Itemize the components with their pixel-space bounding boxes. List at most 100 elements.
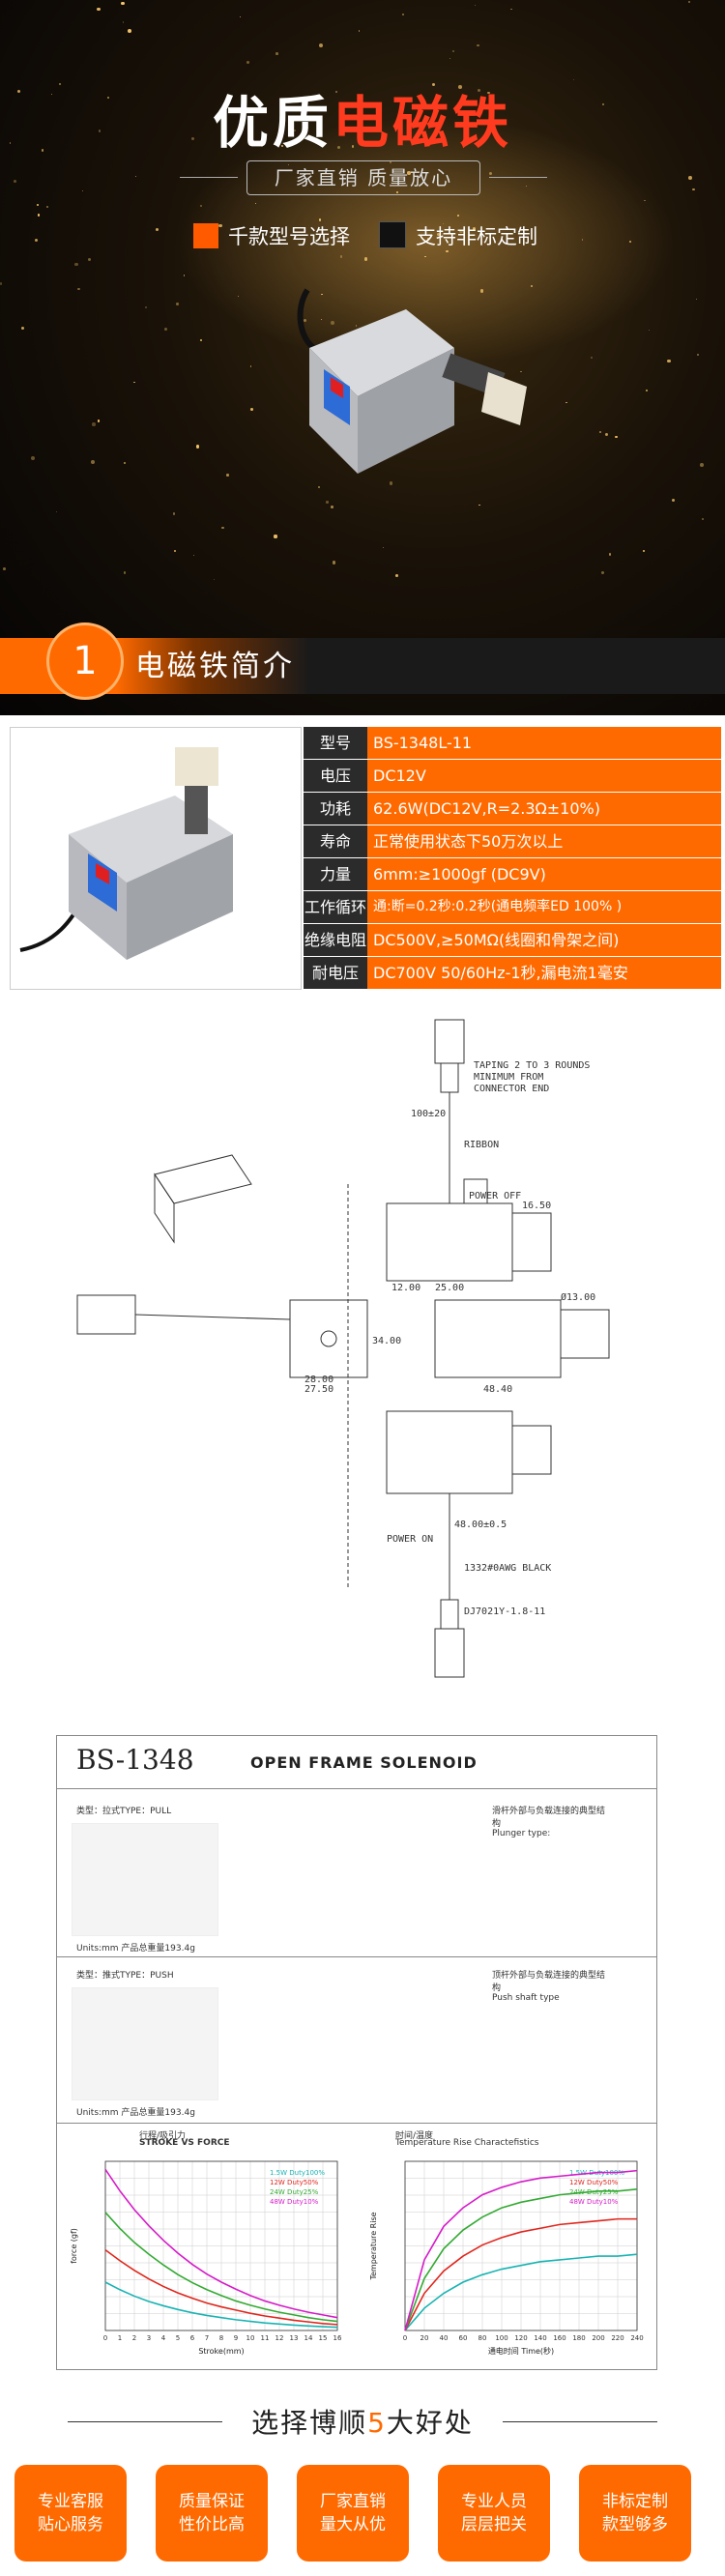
x-tick-label: 80 [478,2334,487,2342]
sheet-model: BS-1348 [76,1744,194,1776]
x-tick-label: 15 [319,2334,328,2342]
svg-text:100±20: 100±20 [411,1109,446,1119]
sheet-name: OPEN FRAME SOLENOID [250,1753,478,1772]
svg-text:28.00: 28.00 [304,1375,334,1385]
pull-type: 类型：拉式TYPE：PULL [76,1807,172,1816]
y-axis-label: force (gf) [70,2228,78,2264]
svg-text:25.00: 25.00 [435,1283,464,1293]
spec-row: 寿命正常使用状态下50万次以上 [304,825,721,857]
hero-title: 优质电磁铁 [212,90,513,156]
svg-text:POWER ON: POWER ON [387,1534,433,1545]
spec-product-photo [10,727,302,990]
spec-row: 工作循环通:断=0.2秒:0.2秒(通电频率ED 100% ) [304,891,721,923]
x-tick-label: 10 [246,2334,255,2342]
svg-text:Ø13.00: Ø13.00 [561,1291,595,1303]
x-tick-label: 7 [205,2334,209,2342]
pull-photo [72,1823,218,1936]
x-tick-label: 5 [176,2334,180,2342]
orange-square-icon [193,223,218,248]
x-tick-label: 60 [459,2334,468,2342]
series-line [404,2188,638,2331]
x-tick-label: 40 [440,2334,449,2342]
advantages-title: 选择博顺5大好处 [0,2402,725,2441]
push-photo [72,1987,218,2100]
x-tick-label: 3 [147,2334,151,2342]
push-type: 类型：推式TYPE：PUSH [76,1971,174,1981]
series-line [104,2212,338,2323]
x-tick-label: 220 [611,2334,624,2342]
x-tick-label: 4 [161,2334,166,2342]
x-tick-label: 20 [420,2334,429,2342]
series-line [104,2249,338,2326]
x-tick-label: 0 [103,2334,107,2342]
x-axis-label: 通电时间 Time(秒) [488,2346,554,2356]
x-tick-label: 13 [290,2334,299,2342]
x-tick-label: 0 [403,2334,407,2342]
x-axis-label: Stroke(mm) [198,2347,244,2356]
svg-text:DJ7021Y-1.8-11: DJ7021Y-1.8-11 [464,1606,545,1617]
pull-plunger-cn: 滑杆外部与负载连接的典型结构 [492,1807,606,1829]
svg-text:1332#0AWG BLACK: 1332#0AWG BLACK [464,1563,551,1574]
intro-heading: 电磁铁简介 [135,650,295,683]
y-axis-label: Temperature Rise [369,2212,378,2280]
x-tick-label: 11 [261,2334,270,2342]
x-tick-label: 1 [118,2334,122,2342]
temp-title-cn: 时间/温度 [395,2131,434,2141]
legend-entry: 24W Duty25% [270,2188,319,2196]
series-line [104,2281,338,2329]
feature-models: 千款型号选择 [193,220,350,253]
hero-banner: 优质电磁铁 厂家直销 质量放心 千款型号选择 支持非标定制 1 电磁铁简介 [0,0,725,715]
x-tick-label: 14 [304,2334,313,2342]
x-tick-label: 9 [234,2334,238,2342]
svg-text:16.50: 16.50 [522,1201,551,1211]
x-tick-label: 240 [630,2334,643,2342]
svg-text:TAPING 2 TO 3 ROUNDS: TAPING 2 TO 3 ROUNDS [474,1060,590,1071]
svg-text:27.50: 27.50 [304,1384,334,1395]
plot-frame [104,2160,338,2331]
x-tick-label: 8 [219,2334,223,2342]
x-tick-label: 120 [514,2334,527,2342]
series-line [404,2169,638,2331]
legend-entry: 1.5W Duty100% [270,2169,325,2177]
svg-text:12.00: 12.00 [392,1283,420,1293]
advantage-card: 质量保证性价比高 [156,2465,268,2562]
push-weight: Units:mm 产品总重量193.4g [76,2108,195,2118]
x-tick-label: 100 [495,2334,508,2342]
black-square-icon [379,221,406,248]
advantage-card: 非标定制款型够多 [579,2465,691,2562]
stroke-title-en: STROKE VS FORCE [139,2138,230,2148]
advantage-card: 专业客服贴心服务 [14,2465,127,2562]
push-plunger-en: Push shaft type [492,1993,560,2003]
x-tick-label: 6 [190,2334,195,2342]
svg-text:48.00±0.5: 48.00±0.5 [454,1520,507,1530]
advantage-card: 专业人员层层把关 [438,2465,550,2562]
push-plunger-cn: 顶杆外部与负载连接的典型结构 [492,1971,606,1993]
series-line [404,2217,637,2331]
technical-drawing: TAPING 2 TO 3 ROUNDS MINIMUM FROM CONNEC… [76,1019,610,1678]
solenoid-product-image [297,288,527,474]
plot-frame [404,2160,638,2331]
series-line [104,2168,338,2319]
advantage-card: 厂家直销量大从优 [297,2465,409,2562]
svg-text:RIBBON: RIBBON [464,1140,499,1150]
datasheet: BS-1348 OPEN FRAME SOLENOID 类型：拉式TYPE：PU… [56,1735,657,2370]
legend-entry: 48W Duty10% [270,2198,319,2206]
stroke-title-cn: 行程/吸引力 [139,2131,187,2141]
svg-text:MINIMUM FROM: MINIMUM FROM [474,1072,543,1083]
svg-text:POWER OFF: POWER OFF [469,1191,521,1201]
hero-subtitle: 厂家直销 质量放心 [180,160,547,195]
x-tick-label: 180 [572,2334,585,2342]
legend-entry: 12W Duty50% [569,2179,619,2186]
x-tick-label: 160 [553,2334,566,2342]
legend-entry: 12W Duty50% [270,2179,319,2186]
legend-entry: 48W Duty10% [569,2198,619,2206]
feature-custom: 支持非标定制 [379,220,537,253]
